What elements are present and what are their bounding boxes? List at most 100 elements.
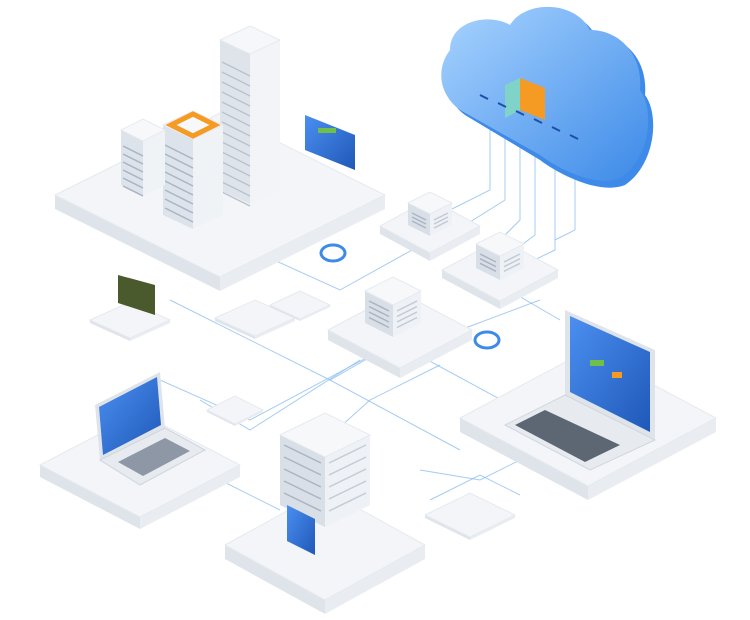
rack-slot [164, 198, 194, 214]
laptop-icon [95, 372, 207, 486]
rack-slot [122, 161, 144, 173]
server-icon-slot [479, 257, 497, 268]
server-icon-top-face [474, 231, 526, 257]
connector-line [469, 130, 506, 223]
floating-card-left-face [425, 515, 470, 540]
connector-line [514, 140, 536, 251]
tower-floor [221, 111, 251, 127]
orange-top-tower-right-face [193, 125, 223, 229]
laptop-icon [503, 310, 657, 471]
tower-floor [221, 91, 251, 107]
connector-line [499, 135, 521, 241]
monitor-icon [305, 115, 355, 170]
tower-floor [221, 151, 251, 167]
rack-slot [164, 207, 194, 223]
cloud-data-block [505, 78, 520, 118]
server-platform-bottom-left-face [225, 545, 325, 614]
floating-card-right-face [255, 318, 295, 339]
data-center-icon [161, 110, 225, 229]
sync-ring [473, 330, 501, 350]
cloud-indicator [533, 118, 543, 124]
floating-card [268, 290, 332, 321]
laptop-platform-right-left-face [460, 418, 588, 500]
server-icon-slot [411, 216, 427, 225]
server-icon-top-face [363, 276, 423, 306]
server-icon-slot [503, 262, 521, 273]
rack-slot [164, 153, 194, 169]
server-icon-slot [479, 262, 497, 273]
server-screen [287, 505, 315, 555]
tower-floor [221, 101, 251, 117]
laptop-platform-left-left-face [40, 465, 140, 529]
small-rack-top-face [119, 118, 167, 142]
server-icon-slot [283, 456, 322, 476]
server-icon-slot [283, 492, 322, 512]
server-icon-slot [396, 305, 418, 318]
server-icon-slot [328, 468, 367, 488]
cloud-icon [441, 6, 654, 188]
floating-card-top-face [268, 290, 332, 320]
tall-tower-top-face [218, 25, 282, 55]
connector-line [329, 379, 461, 451]
server-platform-center [326, 291, 474, 378]
tall-tower-left-face [220, 40, 250, 204]
connector-line [429, 474, 521, 501]
server-icon-slot [396, 316, 418, 329]
building-icon [119, 118, 167, 197]
rack-slot [164, 189, 194, 205]
rack-slot [122, 169, 144, 181]
rack-slot [122, 145, 144, 157]
server-icon-slot [433, 212, 449, 221]
cloud-indicator [479, 94, 489, 100]
connector-line [459, 299, 541, 331]
laptop-platform-right-right-face [588, 418, 716, 500]
server-icon-slot [411, 220, 427, 229]
server-icon-slot [396, 300, 418, 312]
rack-slot [122, 185, 144, 197]
small-rack [119, 118, 167, 196]
connector-line [439, 125, 491, 216]
server-platform-top-left-face [380, 226, 430, 261]
cloud-indicator [569, 134, 579, 140]
server-platform-center-left-face [328, 330, 400, 378]
server-icon-slot [283, 468, 322, 488]
cloud-data-block [520, 78, 545, 120]
floating-card [423, 492, 517, 540]
floating-card-top-face [88, 301, 172, 339]
tower-floor [221, 161, 251, 177]
server-icon-slot [328, 444, 367, 464]
connector-line [529, 150, 556, 263]
tower-floor [221, 131, 251, 147]
floating-card-top-face [423, 492, 517, 538]
cloud-indicator [551, 126, 561, 132]
monitor-screen [305, 115, 355, 170]
rack-slot [164, 180, 194, 196]
monitor-chart-bar [318, 128, 336, 133]
small-rack-right-face [143, 130, 165, 196]
main-datacenter-platform-left-face [55, 195, 220, 291]
objects [95, 25, 657, 555]
rack-slot [122, 153, 144, 165]
floating-card-left-face [90, 320, 130, 341]
server-platform-middle-right-face [500, 270, 558, 309]
server-icon-slot [328, 492, 367, 512]
server-icon-slot [328, 456, 367, 476]
server-icon [363, 276, 423, 337]
rack-slot [164, 162, 194, 178]
login-card-icon [118, 275, 155, 315]
server-icon-slot [479, 253, 497, 263]
server-icon-left-face [280, 435, 325, 527]
rack-slot [164, 171, 194, 187]
server-platform-bottom [223, 489, 427, 614]
tower-floor [221, 81, 251, 97]
server-icon-slot [433, 220, 449, 229]
screen-widget [590, 360, 604, 366]
floating-card [205, 395, 265, 426]
server-icon-slot [368, 316, 390, 329]
server-icon-slot [368, 305, 390, 318]
server-icon-slot [396, 311, 418, 323]
sync-icon [319, 243, 347, 263]
server-platform-middle-left-face [442, 270, 500, 309]
orange-top-tower-top-face [161, 110, 225, 140]
cloud-shape [441, 6, 654, 188]
